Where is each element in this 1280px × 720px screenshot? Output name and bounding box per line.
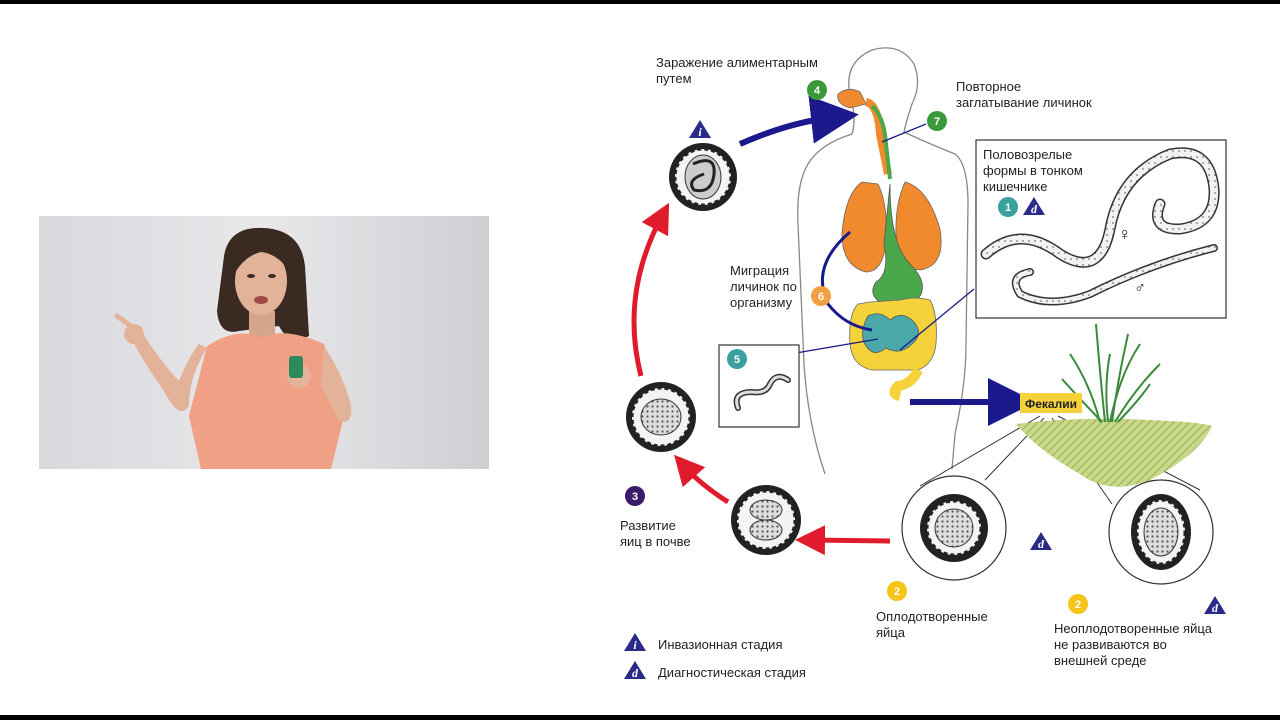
stage-badge-1: 1 (998, 197, 1018, 217)
stage-badge-7: 7 (927, 111, 947, 131)
egg-fertilized (901, 475, 1007, 581)
right-lung (895, 181, 942, 271)
small-intestine (862, 313, 919, 353)
svg-text:2: 2 (1075, 599, 1081, 611)
svg-text:d: d (1031, 202, 1038, 216)
svg-text:d: d (632, 666, 639, 680)
male-worm (1013, 245, 1217, 304)
diagnostic-stage-icon: d (1030, 532, 1052, 551)
label-unfertilized-2: не развиваются во (1054, 637, 1167, 652)
label-infection: Заражение алиментарным (656, 55, 818, 70)
arrow-to-cleaving-egg (795, 525, 891, 556)
feces-label-box (1020, 393, 1082, 413)
label-soil-development: Развитие (620, 518, 676, 533)
svg-text:4: 4 (814, 85, 821, 97)
female-worm (982, 148, 1219, 267)
stage-badge-4: 4 (807, 80, 827, 100)
stage-badge-5: 5 (727, 349, 747, 369)
svg-text:d: d (1212, 601, 1219, 615)
label-feces: Фекалии (1025, 397, 1077, 411)
stage-badge-3: 3 (625, 486, 645, 506)
svg-text:i: i (698, 125, 702, 139)
stage-badge-6: 6 (811, 286, 831, 306)
male-symbol: ♂ (1134, 280, 1146, 297)
cycle-arrows (631, 95, 1036, 556)
label-fertilized-2: яйца (876, 625, 906, 640)
label-infection-2: путем (656, 71, 692, 86)
human-body (797, 47, 969, 475)
left-lung (841, 181, 887, 273)
diagnostic-stage-icon: d (1023, 197, 1045, 216)
arrow-to-embryo (674, 454, 730, 505)
svg-text:3: 3 (632, 491, 638, 503)
svg-text:7: 7 (934, 116, 940, 128)
legend: i Инвазионная стадия d Диагностическая с… (624, 633, 806, 680)
svg-text:6: 6 (818, 291, 824, 303)
legend-diagnostic: Диагностическая стадия (658, 665, 806, 680)
label-adults: Половозрелые (983, 147, 1072, 162)
label-reswallow: Повторное (956, 79, 1021, 94)
label-adults-3: кишечнике (983, 179, 1047, 194)
label-unfertilized: Неоплодотворенные яйца (1054, 621, 1213, 636)
video-frame: 4 7 1 6 5 3 2 2 i d d d Заражение алимен… (0, 4, 1280, 715)
female-symbol: ♀ (1118, 224, 1132, 244)
infective-stage-icon: i (689, 120, 711, 139)
presenter-video[interactable] (39, 216, 489, 469)
svg-text:i: i (633, 638, 637, 652)
migration-arrow (820, 230, 873, 332)
arrow-to-infective-egg (631, 202, 670, 377)
presenter-image (39, 216, 489, 469)
svg-text:2: 2 (894, 586, 900, 598)
label-fertilized: Оплодотворенные (876, 609, 988, 624)
label-reswallow-2: заглатывание личинок (956, 95, 1092, 110)
egg-unfertilized (1108, 479, 1214, 585)
svg-text:d: d (1038, 537, 1045, 551)
diagnostic-stage-icon: d (1204, 596, 1226, 615)
egg-cleaving (731, 485, 801, 555)
label-migration: Миграция (730, 263, 789, 278)
svg-text:5: 5 (734, 354, 740, 366)
adult-worms-panel (975, 139, 1227, 319)
label-migration-2: личинок по (730, 279, 797, 294)
label-soil-development-2: яиц в почве (620, 534, 691, 549)
egg-infective (669, 143, 737, 211)
label-unfertilized-3: внешней среде (1054, 653, 1147, 668)
egg-embryonated (626, 382, 696, 452)
stage-badge-2-fertilized: 2 (887, 581, 907, 601)
arrow-to-mouth (738, 95, 859, 147)
ascaris-life-cycle-diagram: 4 7 1 6 5 3 2 2 i d d d Заражение алимен… (620, 47, 1227, 680)
label-migration-3: организму (730, 295, 793, 310)
svg-text:1: 1 (1005, 202, 1011, 214)
legend-infective: Инвазионная стадия (658, 637, 782, 652)
stage-badge-2-unfertilized: 2 (1068, 594, 1088, 614)
label-adults-2: формы в тонком (983, 163, 1083, 178)
